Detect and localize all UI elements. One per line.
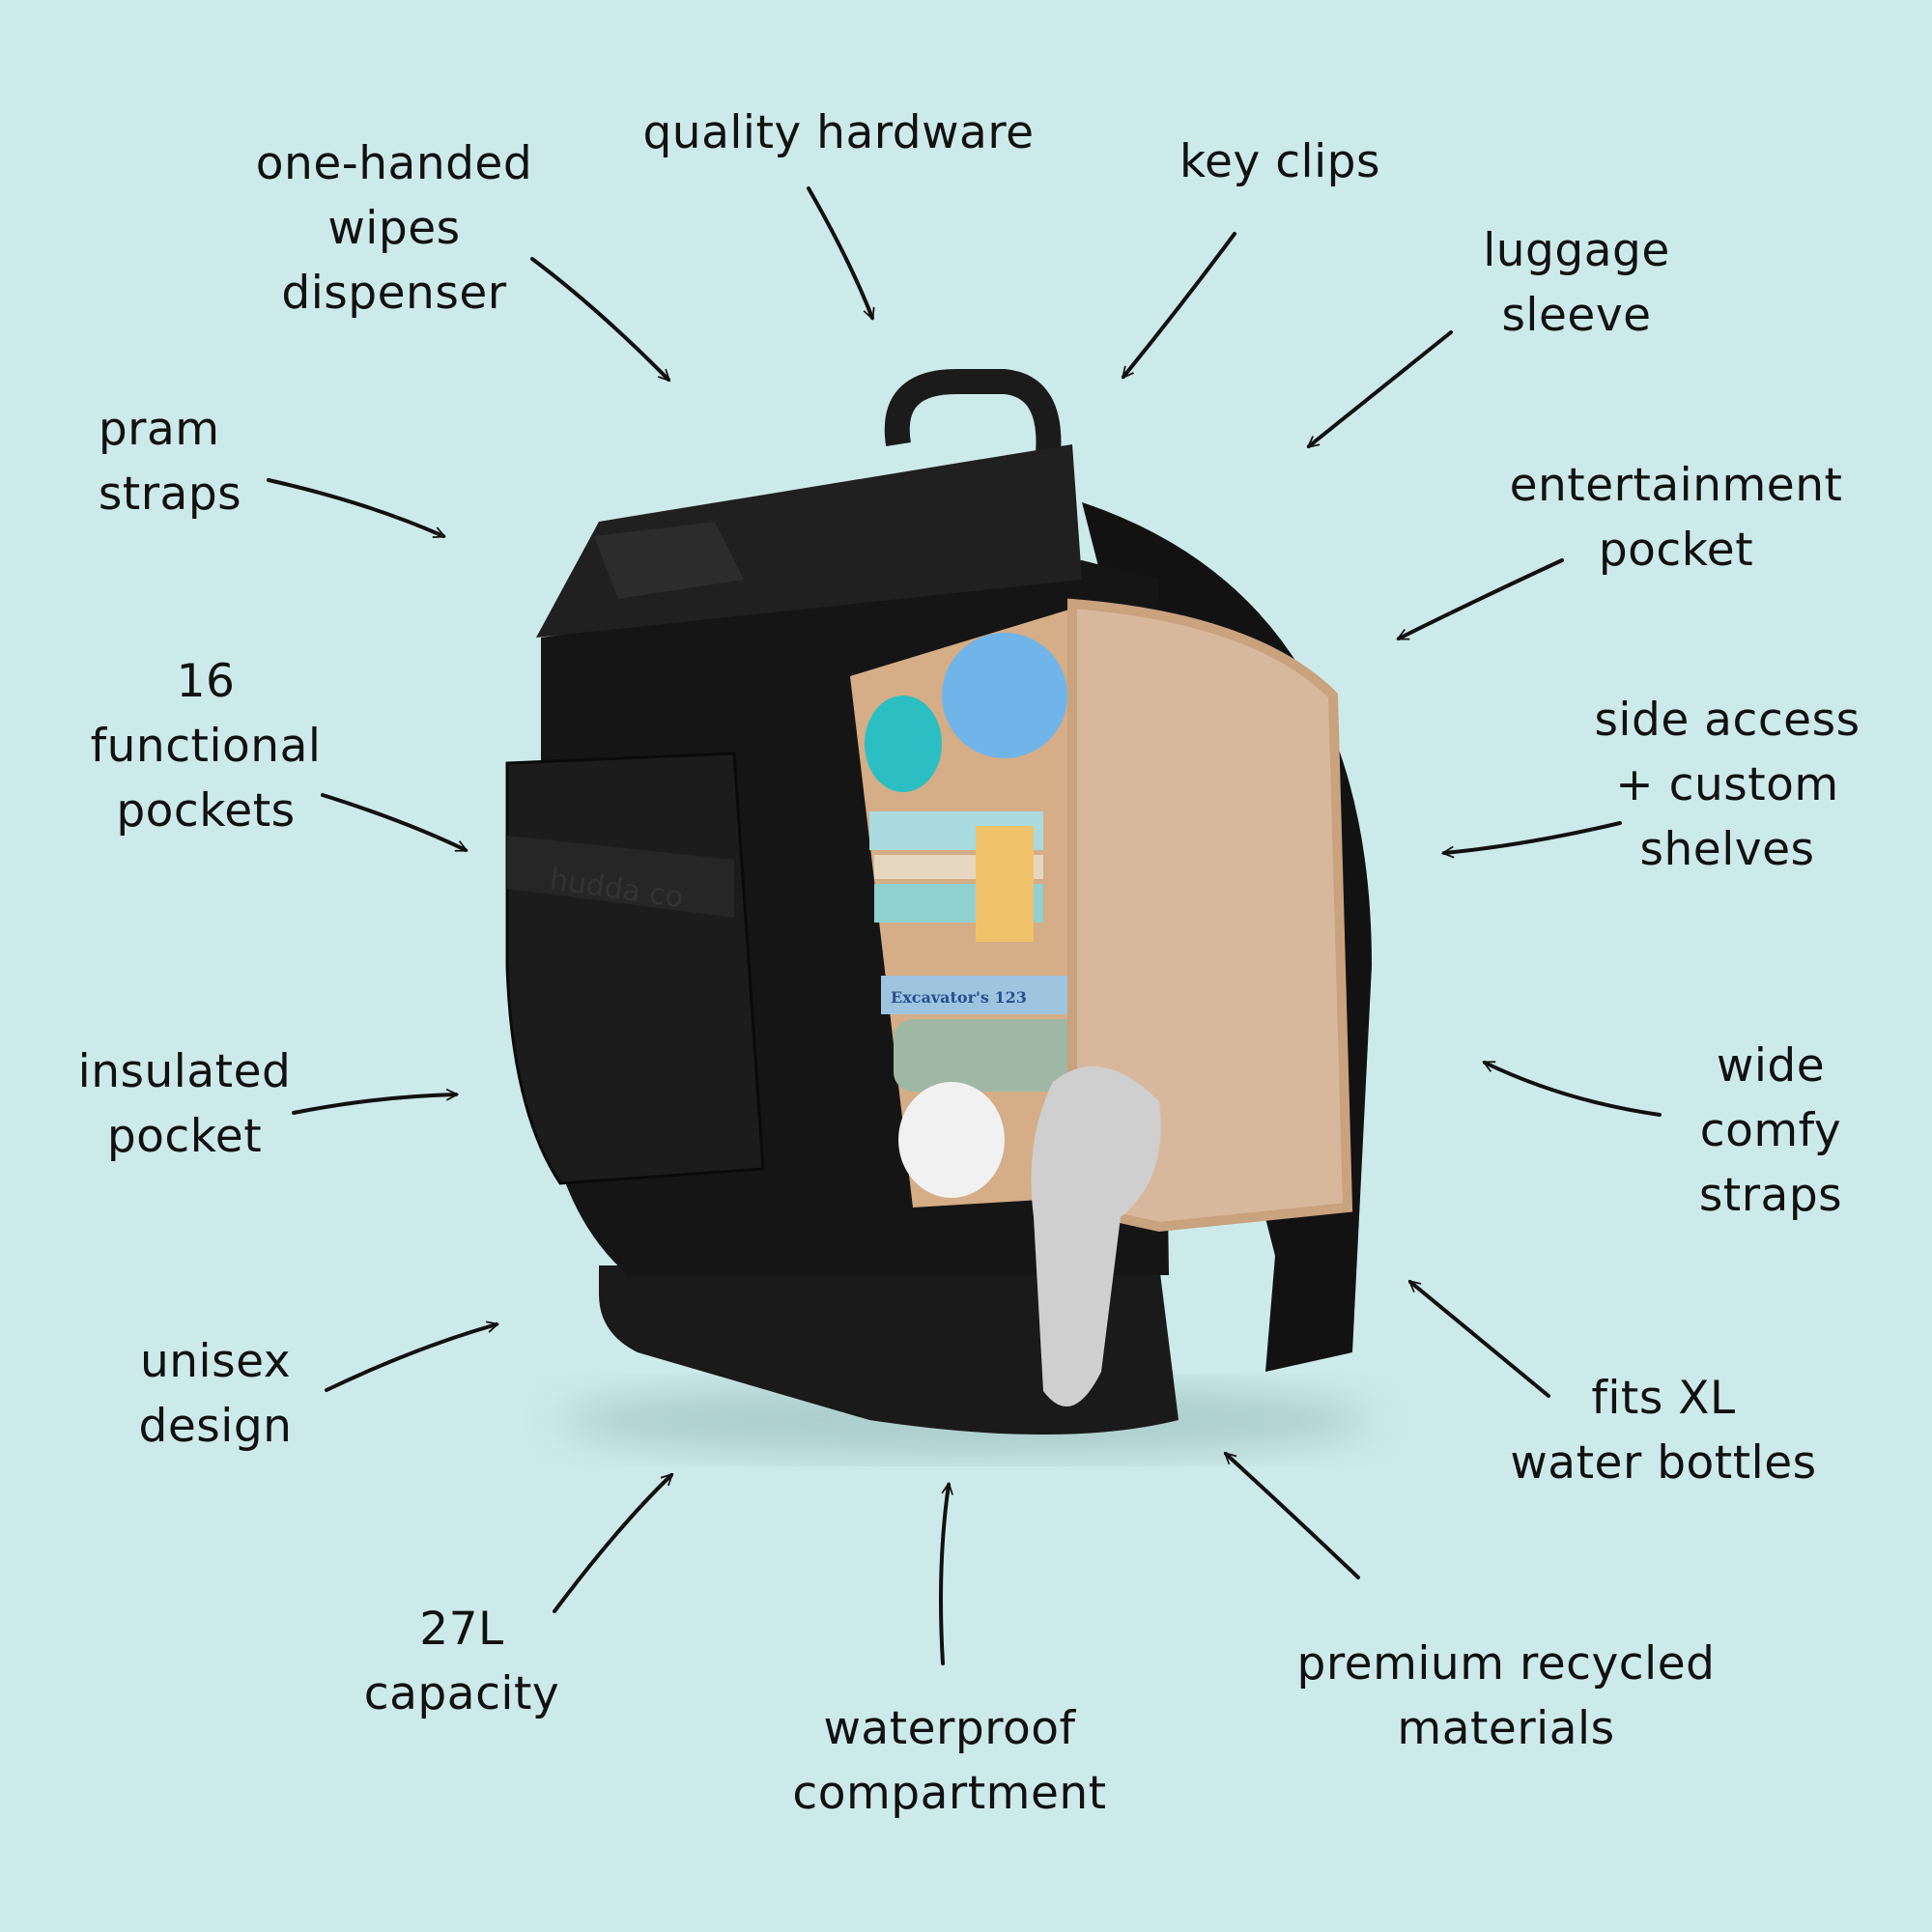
label-water-bottles: fits XL water bottles (1510, 1366, 1816, 1495)
arrow-unisex (325, 1324, 497, 1392)
label-line: pram (98, 403, 220, 456)
label-line: one-handed (255, 137, 533, 190)
arrow-entertainment (1399, 558, 1564, 640)
bunny-toy (1031, 1066, 1161, 1406)
label-line: side access (1594, 694, 1861, 747)
label-line: pockets (116, 784, 296, 838)
label-line: sleeve (1501, 289, 1652, 342)
snack-cup (865, 696, 942, 792)
label-insulated-pocket: insulated pocket (78, 1039, 292, 1169)
label-line: wipes (327, 202, 461, 255)
book-strap (976, 826, 1034, 942)
label-functional-pockets: 16 functional pockets (91, 649, 322, 843)
label-side-access: side access + custom shelves (1594, 688, 1860, 882)
label-line: wide (1716, 1039, 1826, 1093)
arrow-capacity (553, 1475, 671, 1613)
entertainment-pocket-flap (1067, 598, 1353, 1233)
arrow-insulated (292, 1094, 456, 1115)
label-quality-hardware: quality hardware (642, 100, 1034, 165)
label-line: 27L (419, 1603, 504, 1656)
arrow-side (1444, 821, 1622, 853)
label-line: + custom (1615, 758, 1839, 811)
label-entertainment-pocket: entertainment pocket (1510, 453, 1843, 582)
label-line: pocket (106, 1110, 263, 1163)
label-line: straps (1698, 1169, 1843, 1222)
label-pram-straps: pram straps (99, 397, 242, 526)
label-line: 16 (176, 655, 236, 708)
arrow-waterproof (939, 1485, 949, 1665)
white-noise-machine (898, 1082, 1005, 1198)
arrow-hardware (807, 186, 872, 318)
label-line: premium recycled (1296, 1637, 1716, 1690)
label-line: functional (90, 720, 322, 773)
top-handle (884, 369, 1062, 455)
lid-patch (594, 522, 744, 599)
label-line: materials (1397, 1702, 1615, 1755)
label-line: quality hardware (642, 106, 1035, 159)
label-line: pocket (1598, 524, 1754, 577)
label-line: entertainment (1509, 459, 1843, 512)
logo-band (507, 836, 734, 918)
label-line: waterproof (823, 1702, 1076, 1755)
waterproof-compartment (599, 1265, 1179, 1435)
arrow-bottles (1410, 1282, 1550, 1398)
label-comfy-straps: wide comfy straps (1699, 1034, 1842, 1228)
label-line: insulated (77, 1045, 292, 1098)
label-line: straps (98, 468, 242, 521)
label-capacity: 27L capacity (364, 1597, 559, 1726)
book-title: Excavator's 123 (891, 988, 1027, 1007)
label-line: key clips (1179, 135, 1380, 188)
label-waterproof: waterproof compartment (792, 1696, 1106, 1826)
arrow-pram (267, 478, 443, 536)
bottle (942, 633, 1067, 758)
label-key-clips: key clips (1179, 129, 1380, 194)
label-unisex-design: unisex design (139, 1329, 293, 1459)
arrow-luggage (1309, 330, 1453, 446)
label-line: compartment (792, 1767, 1107, 1820)
label-line: fits XL (1591, 1372, 1736, 1425)
label-line: luggage (1483, 224, 1670, 277)
label-line: design (138, 1400, 293, 1453)
label-line: capacity (363, 1667, 560, 1720)
label-luggage-sleeve: luggage sleeve (1483, 218, 1670, 348)
label-wipes-dispenser: one-handed wipes dispenser (256, 131, 532, 326)
label-line: dispenser (281, 267, 507, 320)
label-line: shelves (1639, 823, 1815, 876)
arrow-wipes (530, 257, 668, 380)
label-line: comfy (1699, 1104, 1842, 1157)
arrow-keyclips (1123, 232, 1236, 377)
label-recycled-materials: premium recycled materials (1297, 1632, 1716, 1761)
arrow-pockets (321, 793, 466, 852)
label-line: water bottles (1510, 1436, 1817, 1490)
arrow-materials (1226, 1454, 1360, 1579)
arrow-straps (1485, 1061, 1662, 1117)
label-line: unisex (139, 1335, 292, 1388)
front-pocket (505, 752, 765, 1185)
